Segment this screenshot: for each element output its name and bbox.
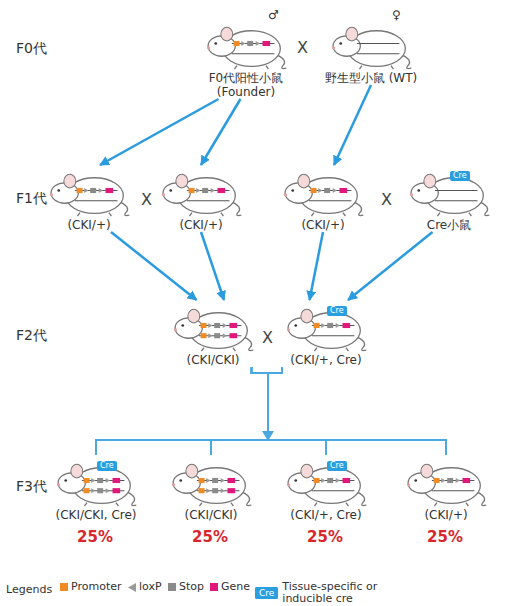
cross-mark: X (381, 190, 392, 209)
mouse-node: F0代阳性小鼠 (Founder) (191, 18, 301, 99)
breeding-arrow (310, 232, 324, 300)
loxp-triangle (128, 583, 136, 592)
genotype-label: (CKI/CKI) (156, 508, 266, 522)
genotype-label: (CKI/+, Cre) (271, 353, 381, 367)
cre-chip: Cre (327, 461, 347, 471)
sex-symbol: ♂ (268, 8, 279, 23)
breeding-arrow (100, 99, 219, 165)
legend-item: Stop (168, 581, 204, 593)
cre-chip: Cre (255, 587, 278, 599)
genotype-label: (CKI/+) (268, 218, 378, 232)
mouse-node: (CKI/+, Cre) (271, 300, 381, 367)
breeding-arrow (252, 367, 327, 455)
color-swatch (60, 583, 68, 591)
cross-mark: X (141, 190, 152, 209)
ratio-text: 25% (290, 528, 360, 546)
breeding-arrow (211, 367, 282, 455)
legend-item: loxP (128, 581, 162, 593)
mouse-node: 野生型小鼠 (WT) (316, 18, 426, 85)
breeding-arrow (111, 232, 197, 300)
mouse-node: (CKI/CKI) (158, 300, 268, 367)
sex-symbol: ♀ (392, 8, 401, 23)
legend-text: Tissue-specific or inducible cre (282, 581, 377, 605)
genotype-label: (CKI/+, Cre) (271, 508, 381, 522)
breeding-arrow (201, 232, 224, 300)
generation-label: F2代 (16, 327, 47, 344)
legend-text: Promoter (71, 581, 122, 593)
mouse-node: (CKI/+, Cre) (271, 455, 381, 522)
breeding-arrow (211, 367, 268, 455)
mouse-node: (CKI/CKI, Cre) (41, 455, 151, 522)
legend-item: Cre Tissue-specific or inducible cre (255, 581, 377, 605)
genotype-label: (CKI/+) (146, 218, 256, 232)
breeding-arrow (268, 367, 446, 455)
genotype-label: Cre小鼠 (394, 218, 504, 232)
legend-item: Gene (210, 581, 250, 593)
color-swatch (210, 583, 218, 591)
mouse-node: Cre小鼠 (394, 165, 504, 232)
genotype-label: F0代阳性小鼠 (Founder) (191, 71, 301, 99)
cross-mark: X (262, 328, 273, 347)
ratio-text: 25% (60, 528, 130, 546)
genotype-label: (CKI/CKI, Cre) (41, 508, 151, 522)
mouse-node: (CKI/+) (391, 455, 501, 522)
legend-title: Legends (6, 583, 52, 597)
ratio-text: 25% (410, 528, 480, 546)
generation-label: F3代 (16, 478, 47, 495)
genotype-label: (CKI/+) (391, 508, 501, 522)
cre-chip: Cre (327, 306, 347, 316)
breeding-arrow (268, 367, 326, 455)
breeding-arrow (96, 367, 268, 455)
genotype-label: (CKI/+) (34, 218, 144, 232)
ratio-text: 25% (175, 528, 245, 546)
breeding-arrow (96, 367, 282, 455)
mouse-node: (CKI/CKI) (156, 455, 266, 522)
mouse-node: (CKI/+) (268, 165, 378, 232)
legend-item: Promoter (60, 581, 122, 593)
genotype-label: (CKI/CKI) (158, 353, 268, 367)
cre-swatch: Cre (255, 587, 278, 599)
breeding-arrow (201, 99, 241, 165)
legend-text: loxP (139, 581, 162, 593)
breeding-arrow (348, 232, 433, 300)
generation-label: F1代 (16, 190, 47, 207)
cre-chip: Cre (450, 171, 470, 181)
legend-text: Stop (179, 581, 204, 593)
loxp-swatch (128, 583, 136, 592)
mouse-node: (CKI/+) (146, 165, 256, 232)
mouse-node: (CKI/+) (34, 165, 144, 232)
generation-label: F0代 (16, 40, 47, 57)
cre-chip: Cre (97, 461, 117, 471)
breeding-arrow (334, 85, 371, 165)
genotype-label: 野生型小鼠 (WT) (316, 71, 426, 85)
color-swatch (168, 583, 176, 591)
legend-text: Gene (221, 581, 250, 593)
cross-mark: X (297, 38, 308, 57)
breeding-arrow (252, 367, 447, 455)
